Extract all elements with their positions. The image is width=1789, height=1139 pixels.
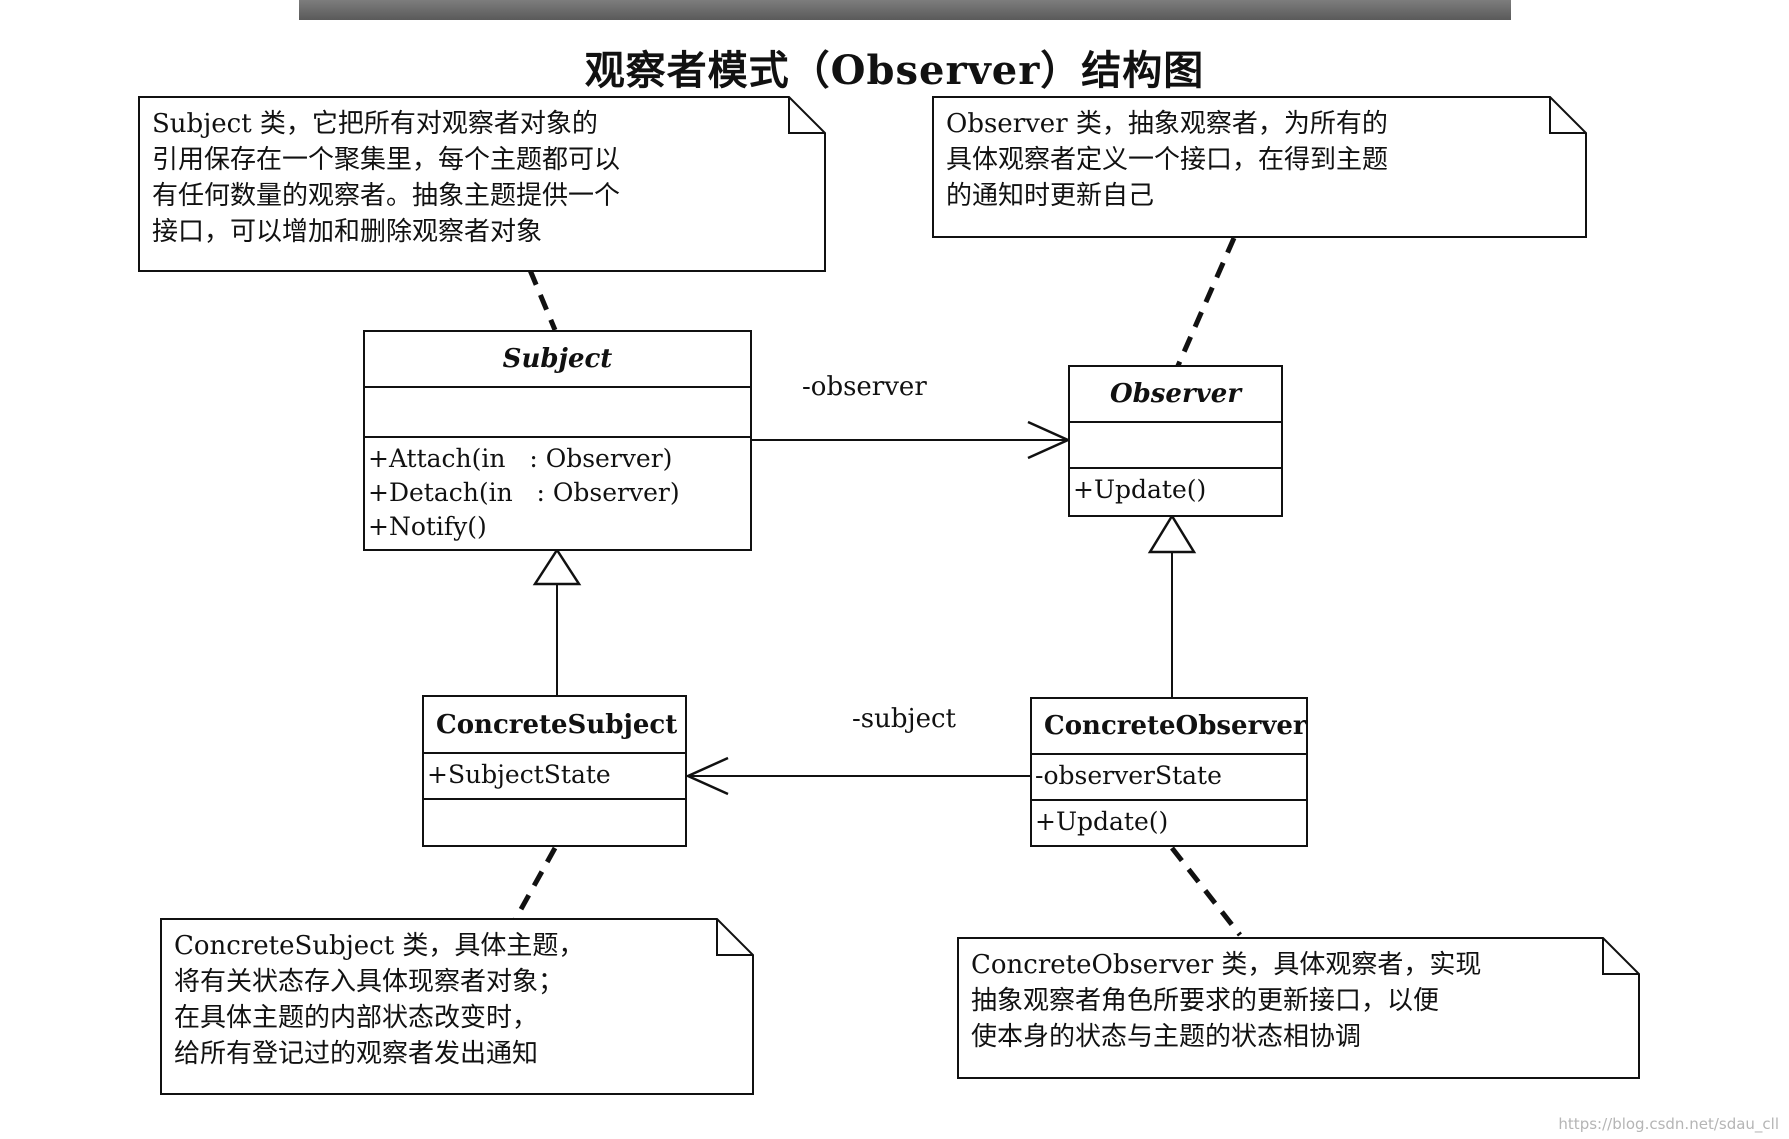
note-shape-icon	[957, 937, 1640, 1079]
note-shape-icon	[932, 96, 1587, 238]
subject-generalization-triangle	[532, 547, 582, 586]
diagram-title: 观察者模式（Observer）结构图	[584, 47, 1205, 94]
concrete-subject-note-text: ConcreteSubject 类，具体主题， 将有关状态存入具体现察者对象； …	[174, 931, 585, 1069]
note-shape-icon	[160, 918, 754, 1095]
observer-generalization-triangle	[1147, 513, 1197, 554]
concrete-subject-operations	[424, 798, 685, 844]
concrete-observer-note-anchor	[1170, 846, 1242, 937]
concrete-observer-operation: +Update()	[1035, 807, 1169, 836]
concrete-subject-attributes: +SubjectState	[424, 752, 685, 798]
observer-note: Observer 类，抽象观察者，为所有的 具体观察者定义一个接口，在得到主题 …	[932, 96, 1587, 238]
subject-note-anchor	[527, 269, 558, 331]
concrete-observer-operations: +Update()	[1032, 799, 1306, 844]
observer-operations: +Update()	[1070, 467, 1281, 515]
observer-role-label: -observer	[802, 372, 927, 402]
concrete-subject-attribute: +SubjectState	[427, 760, 611, 789]
subject-attributes	[365, 386, 750, 436]
subject-class[interactable]: Subject +Attach(in : Observer) +Detach(i…	[363, 330, 752, 551]
subject-role-label: -subject	[852, 704, 956, 734]
subject-association-arrowhead	[684, 756, 729, 796]
concrete-observer-attribute: -observerState	[1035, 761, 1222, 790]
watermark-text: https://blog.csdn.net/sdau_cll	[1558, 1115, 1779, 1133]
subject-operation: +Attach(in : Observer)	[368, 444, 673, 473]
observer-note-text: Observer 类，抽象观察者，为所有的 具体观察者定义一个接口，在得到主题 …	[946, 109, 1389, 211]
observer-operation: +Update()	[1073, 475, 1207, 504]
concrete-subject-class[interactable]: ConcreteSubject +SubjectState	[422, 695, 687, 847]
observer-note-anchor	[1174, 236, 1237, 370]
observer-class-name: Observer	[1109, 379, 1242, 409]
concrete-observer-attributes: -observerState	[1032, 753, 1306, 799]
concrete-subject-note: ConcreteSubject 类，具体主题， 将有关状态存入具体现察者对象； …	[160, 918, 754, 1095]
observer-attributes	[1070, 421, 1281, 467]
concrete-observer-class[interactable]: ConcreteObserver -observerState +Update(…	[1030, 697, 1308, 847]
subject-note-text: Subject 类，它把所有对观察者对象的 引用保存在一个聚集里，每个主题都可以…	[152, 109, 621, 247]
concrete-observer-note: ConcreteObserver 类，具体观察者，实现 抽象观察者角色所要求的更…	[957, 937, 1640, 1079]
note-shape-icon	[138, 96, 826, 272]
observer-class[interactable]: Observer +Update()	[1068, 365, 1283, 517]
concrete-observer-class-name: ConcreteObserver	[1044, 711, 1307, 741]
subject-operations: +Attach(in : Observer) +Detach(in : Obse…	[365, 436, 750, 548]
concrete-observer-note-text: ConcreteObserver 类，具体观察者，实现 抽象观察者角色所要求的更…	[971, 950, 1482, 1052]
concrete-subject-note-anchor	[512, 846, 558, 922]
subject-operation: +Notify()	[368, 512, 487, 541]
subject-operation: +Detach(in : Observer)	[368, 478, 680, 507]
subject-class-name: Subject	[502, 344, 613, 374]
concrete-subject-class-name: ConcreteSubject	[436, 709, 678, 740]
top-image-strip	[299, 0, 1511, 20]
subject-note: Subject 类，它把所有对观察者对象的 引用保存在一个聚集里，每个主题都可以…	[138, 96, 826, 272]
